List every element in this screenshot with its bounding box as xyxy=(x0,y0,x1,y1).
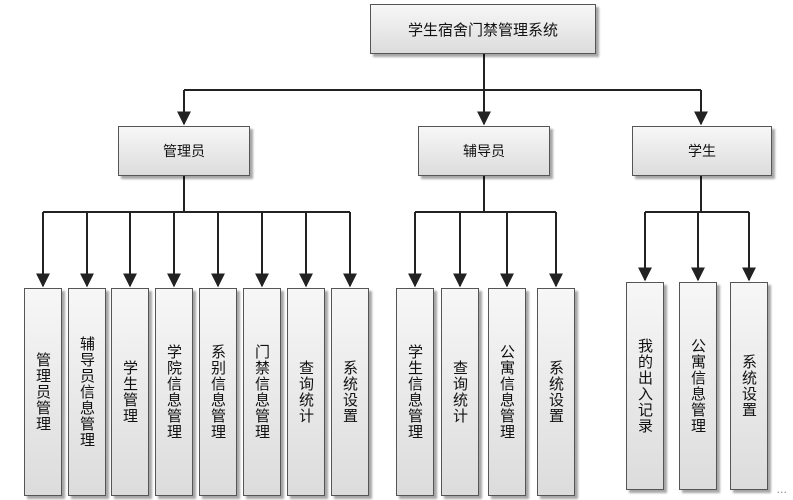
leaf-label: 查询统计 xyxy=(451,360,469,424)
leaf-label: 学生信息管理 xyxy=(406,344,424,440)
leaf-system-settings: 系统设置 xyxy=(730,282,768,490)
leaf-label: 学生管理 xyxy=(121,360,139,424)
leaf-label: 门禁信息管理 xyxy=(253,344,271,440)
group-admin-node: 管理员 xyxy=(118,126,250,176)
leaf-student-manage: 学生管理 xyxy=(111,288,149,496)
leaf-label: 公寓信息管理 xyxy=(498,344,516,440)
leaf-access-info-manage: 门禁信息管理 xyxy=(243,288,281,496)
leaf-label: 系统设置 xyxy=(547,360,565,424)
leaf-system-settings: 系统设置 xyxy=(537,288,575,496)
leaf-student-info-manage: 学生信息管理 xyxy=(396,288,434,496)
leaf-label: 管理员管理 xyxy=(34,352,52,432)
leaf-my-access-records: 我的出入记录 xyxy=(626,282,664,490)
leaf-label: 系统设置 xyxy=(740,354,758,418)
leaf-label: 辅导员信息管理 xyxy=(78,336,96,448)
leaf-college-info-manage: 学院信息管理 xyxy=(155,288,193,496)
group-admin-label: 管理员 xyxy=(163,144,205,160)
group-counselor-node: 辅导员 xyxy=(418,126,550,176)
watermark-text: ... xyxy=(776,483,788,496)
leaf-query-stats: 查询统计 xyxy=(441,288,479,496)
group-counselor-label: 辅导员 xyxy=(463,144,505,160)
leaf-label: 学院信息管理 xyxy=(165,344,183,440)
leaf-department-info-manage: 系别信息管理 xyxy=(199,288,237,496)
leaf-query-stats: 查询统计 xyxy=(287,288,325,496)
leaf-apartment-info-manage: 公寓信息管理 xyxy=(488,288,526,496)
leaf-system-settings: 系统设置 xyxy=(331,288,369,496)
group-student-label: 学生 xyxy=(688,144,716,160)
leaf-label: 我的出入记录 xyxy=(636,338,654,434)
leaf-counselor-info-manage: 辅导员信息管理 xyxy=(68,288,106,496)
root-label: 学生宿舍门禁管理系统 xyxy=(407,20,558,39)
leaf-admin-manage: 管理员管理 xyxy=(24,288,62,496)
leaf-label: 公寓信息管理 xyxy=(689,338,707,434)
leaf-label: 系别信息管理 xyxy=(209,344,227,440)
leaf-label: 查询统计 xyxy=(297,360,315,424)
root-node: 学生宿舍门禁管理系统 xyxy=(370,4,596,54)
leaf-apartment-info-manage: 公寓信息管理 xyxy=(679,282,717,490)
leaf-label: 系统设置 xyxy=(341,360,359,424)
group-student-node: 学生 xyxy=(632,126,772,176)
